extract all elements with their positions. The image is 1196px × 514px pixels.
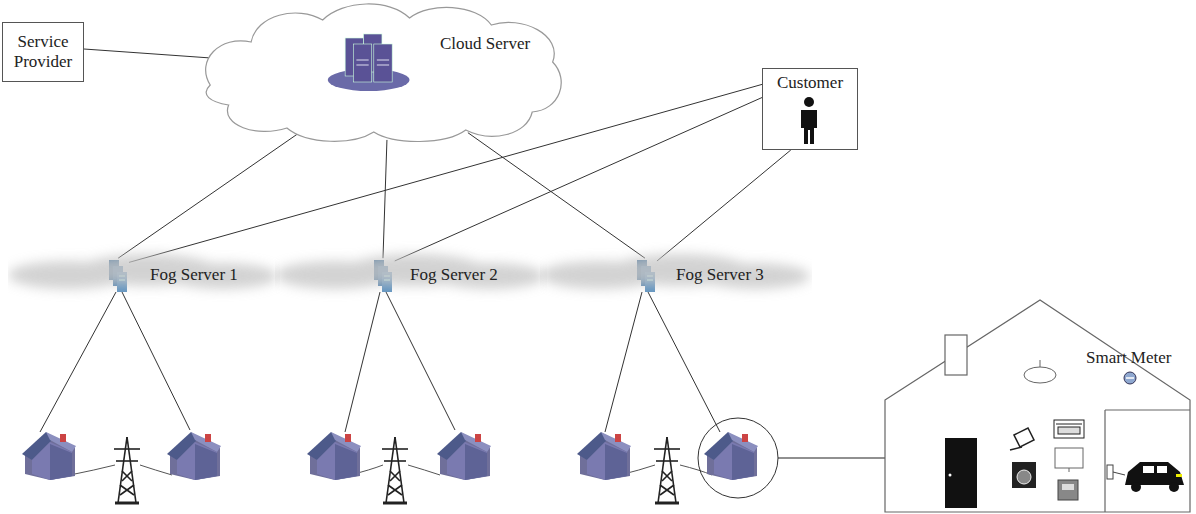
house (167, 432, 221, 480)
connector (84, 49, 211, 58)
person-icon (801, 97, 817, 144)
node-label: Fog Server 2 (410, 265, 498, 285)
ceiling-device (1024, 360, 1056, 383)
fog-server: Fog Server 1 (8, 240, 280, 310)
connector-line (657, 150, 791, 261)
car (1125, 462, 1184, 492)
power-tower (382, 437, 408, 503)
smart-meter-icon (1124, 372, 1136, 384)
cloud-server: Cloud Server (200, 0, 568, 145)
monitor (1055, 448, 1083, 472)
zoom-arrow (778, 457, 900, 458)
power-tower (654, 437, 680, 503)
house-outline (885, 300, 1190, 512)
fog-server: Fog Server 2 (275, 240, 547, 310)
connector (468, 133, 645, 259)
power-tower (114, 437, 140, 503)
door (945, 438, 977, 508)
house (704, 432, 758, 480)
node-label: Service Provider (7, 32, 79, 71)
house (437, 432, 491, 480)
node-label: Fog Server 3 (676, 265, 764, 285)
node-label: Customer (777, 73, 843, 93)
connector (657, 150, 791, 261)
zoom-circle (698, 418, 778, 498)
cloud-shape (200, 0, 568, 145)
house (307, 432, 361, 480)
house (577, 432, 631, 480)
laptop (1010, 428, 1034, 450)
display-panel (1054, 420, 1084, 438)
service-provider-box: Service Provider (2, 22, 84, 82)
wire (40, 292, 720, 432)
node-label: Cloud Server (440, 34, 568, 54)
house (22, 432, 76, 480)
washing-machine (1012, 462, 1036, 488)
connector-line (468, 133, 645, 259)
charger (1107, 465, 1113, 479)
fog-shape (8, 240, 280, 310)
fog-server: Fog Server 3 (540, 240, 812, 310)
customer-box: Customer (762, 68, 858, 150)
smart-meter-label: Smart Meter (1086, 348, 1171, 368)
node-label: Fog Server 1 (150, 265, 238, 285)
connector-line (84, 49, 211, 58)
connector-line (383, 140, 387, 258)
thermostat (1058, 480, 1078, 500)
connector (383, 140, 387, 258)
